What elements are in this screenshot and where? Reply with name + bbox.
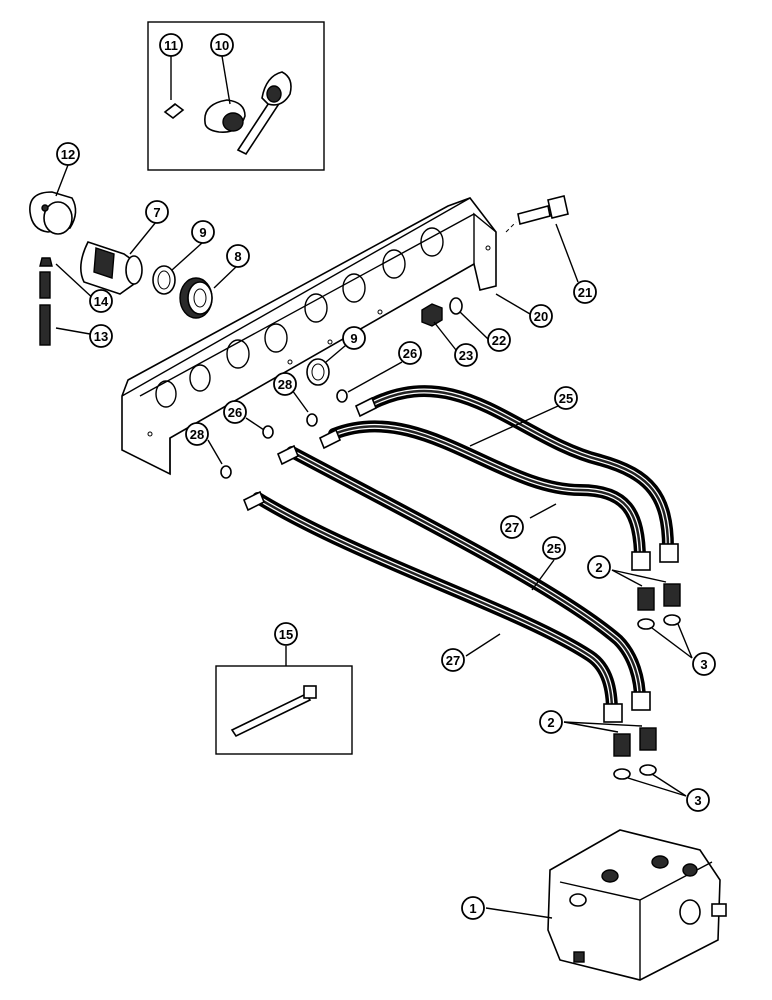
svg-text:2: 2 (595, 560, 602, 575)
part-21-bolt (505, 195, 569, 233)
part-22-washer (449, 297, 463, 315)
svg-text:3: 3 (694, 793, 701, 808)
callout-8: 8 (226, 244, 250, 268)
callout-26-left: 26 (223, 400, 247, 424)
adapters-lower (613, 727, 657, 780)
svg-text:20: 20 (534, 309, 548, 324)
svg-text:21: 21 (578, 285, 592, 300)
svg-text:9: 9 (199, 225, 206, 240)
callout-11: 11 (159, 33, 183, 57)
callout-3-lower: 3 (686, 788, 710, 812)
part-9-washer-b (306, 358, 330, 386)
callout-1: 1 (461, 896, 485, 920)
svg-text:28: 28 (278, 377, 292, 392)
part-11-screw (163, 102, 185, 120)
svg-text:10: 10 (215, 38, 229, 53)
callout-22: 22 (487, 328, 511, 352)
callout-27-top: 27 (500, 515, 524, 539)
callout-3-upper: 3 (692, 652, 716, 676)
callout-7: 7 (145, 200, 169, 224)
inset-box-10-11 (147, 21, 325, 171)
callout-25-top: 25 (554, 386, 578, 410)
svg-text:15: 15 (279, 627, 293, 642)
part-15-cable-tie (230, 685, 317, 738)
part-7-coupler (80, 241, 143, 295)
part-23-nut (421, 303, 443, 327)
svg-text:23: 23 (459, 348, 473, 363)
callout-2-upper: 2 (587, 555, 611, 579)
adapters-upper (637, 583, 681, 630)
svg-text:27: 27 (446, 653, 460, 668)
svg-text:25: 25 (547, 541, 561, 556)
leader-lines (55, 55, 693, 919)
part-9-washer (152, 265, 176, 295)
bracket-holes (147, 227, 491, 437)
svg-text:8: 8 (234, 249, 241, 264)
svg-text:9: 9 (350, 331, 357, 346)
callout-25-bottom: 25 (542, 536, 566, 560)
svg-text:1: 1 (469, 901, 476, 916)
callout-14: 14 (89, 289, 113, 313)
part-12-collar (29, 191, 77, 235)
part-8-nut (179, 277, 213, 319)
callout-28-left: 28 (185, 422, 209, 446)
o-rings (220, 389, 348, 479)
part-20-bracket (121, 197, 497, 476)
part-10-lever (204, 71, 292, 156)
part-14-fitting (39, 257, 53, 267)
callout-27-bottom: 27 (441, 648, 465, 672)
svg-text:14: 14 (94, 294, 109, 309)
callout-28-mid: 28 (273, 372, 297, 396)
svg-text:7: 7 (153, 205, 160, 220)
svg-text:28: 28 (190, 427, 204, 442)
callout-20: 20 (529, 304, 553, 328)
callout-26-right: 26 (398, 341, 422, 365)
hydraulic-hoses (242, 385, 679, 723)
callout-12: 12 (56, 142, 80, 166)
part-1-control-valve (547, 829, 727, 981)
svg-text:25: 25 (559, 391, 573, 406)
svg-text:11: 11 (164, 38, 178, 53)
svg-text:13: 13 (94, 329, 108, 344)
svg-text:22: 22 (492, 333, 506, 348)
svg-text:27: 27 (505, 520, 519, 535)
svg-text:26: 26 (403, 346, 417, 361)
svg-text:12: 12 (61, 147, 75, 162)
callout-9-mid: 9 (342, 326, 366, 350)
callout-13: 13 (89, 324, 113, 348)
callout-2-lower: 2 (539, 710, 563, 734)
callout-23: 23 (454, 343, 478, 367)
callout-9-top: 9 (191, 220, 215, 244)
callout-10: 10 (210, 33, 234, 57)
svg-text:26: 26 (228, 405, 242, 420)
svg-text:3: 3 (700, 657, 707, 672)
callout-21: 21 (573, 280, 597, 304)
svg-text:2: 2 (547, 715, 554, 730)
callout-15: 15 (274, 622, 298, 646)
part-13-pins (39, 271, 51, 346)
inset-box-15 (215, 665, 353, 755)
